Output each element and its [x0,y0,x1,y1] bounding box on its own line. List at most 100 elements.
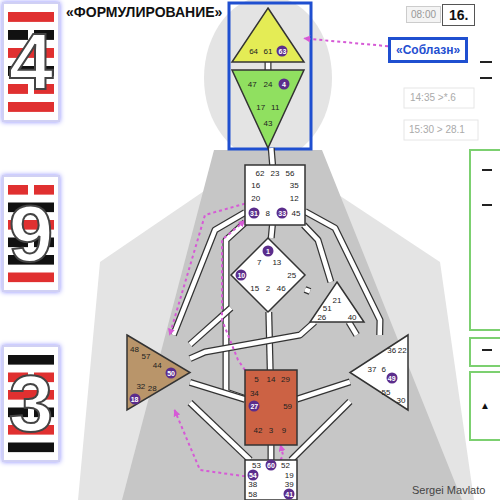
gate-number: 6 [381,364,385,373]
channel-outline [297,382,350,399]
channel [190,382,245,399]
box-text: 16. [449,7,468,23]
gate-number: 55 [382,388,391,397]
gate-number: 16 [251,180,260,189]
gate-number: 52 [281,461,290,470]
channel-outline [268,445,275,460]
gate-number: 32 [136,382,145,391]
activated-gate: 10 [236,270,247,281]
channel-outline [190,382,245,399]
channel-outline [271,225,272,238]
channel-fill [190,322,315,359]
center-shape [245,460,297,500]
channel [271,445,272,460]
channel-fill [190,382,245,399]
channel [349,322,357,335]
gate-number: 20 [251,194,260,203]
channel [305,212,380,336]
gate-number: 47 [248,80,257,89]
gate-number: 51 [323,304,332,313]
gate-number: 40 [348,312,357,321]
sacral-center: 514293427594239 [245,370,297,445]
gate-number-large: 4 [9,22,54,102]
gate-number: 15 [250,284,259,293]
box-text: 08:00 [411,9,436,20]
channel-outline [305,212,380,336]
head-center: 64 61 63 [232,8,304,62]
center-shape [245,370,297,445]
gate-number: 57 [141,352,150,361]
gate-number: 13 [272,257,281,266]
tick [480,61,492,63]
channel [305,290,310,292]
channel-fill [271,148,272,165]
tick [482,169,492,171]
side-panel [470,372,500,440]
gate-number: 64 [249,47,258,56]
gate-number: 5 [254,375,258,384]
channel-fill [297,382,350,399]
center-shape [231,238,305,312]
gate-number: 28 [148,383,157,392]
gate-number: 37 [368,364,377,373]
channel [304,225,331,282]
gate-number: 58 [248,489,257,498]
gate-number: 23 [271,168,280,177]
channel [297,382,350,399]
dotted-arrow [170,204,245,335]
channel-fill [305,212,380,336]
channel-outline [271,148,272,165]
gate-number: 25 [287,271,296,280]
hexagram-bar [8,443,54,453]
activated-gate: 41 [284,488,295,499]
channel-fill [271,225,272,238]
flow-arrow [222,221,245,371]
callout-box: «Соблазн» [388,37,468,63]
gate-number: 29 [281,375,290,384]
ajna-center: 47244171143 [232,70,304,148]
center-shape [127,335,190,410]
gate-number: 11 [271,103,279,112]
activated-gate: 63 [277,46,288,57]
flow-arrow [304,38,388,46]
gate-number: 34 [250,388,259,397]
center-shape [310,282,364,322]
dotted-arrow [304,38,388,46]
channel-fill [349,322,357,335]
flow-arrow [170,204,245,335]
side-panel [470,150,500,330]
gate-number: 35 [290,180,299,189]
side-panel [470,338,500,366]
activated-gate: 1 [263,246,274,257]
gate-number: 8 [266,209,270,218]
gate-number: 26 [317,312,326,321]
channel-outline [190,403,250,460]
gate-number-large: 3 [9,364,54,444]
channel-fill [291,401,350,460]
gate-number: 42 [254,426,263,435]
gate-number: 21 [333,296,342,305]
activated-gate: 33 [277,208,288,219]
gate-number: 36 [387,346,396,355]
gate-number: 61 [264,47,273,56]
channel-fill [304,225,331,282]
note-label: 15:30 > 28.1 [409,124,465,135]
channel-fill [305,290,310,292]
channel [190,403,250,460]
channel-outline [265,62,272,70]
gate-number-large: 9 [9,194,54,274]
center-shape [232,8,304,62]
gate-number: 30 [397,395,406,404]
channel [271,148,272,165]
flow-arrow [175,410,246,476]
time-panel [404,88,474,108]
tick [482,204,492,206]
channel-outline [291,401,350,460]
hexagram-box: 4 [2,2,60,122]
activated-gate: 50 [166,367,177,378]
time-panel [404,120,478,140]
hexagram-bar [8,102,54,112]
throat-center: 622356163520123183345 [245,165,305,225]
gate-number: 48 [130,344,139,353]
